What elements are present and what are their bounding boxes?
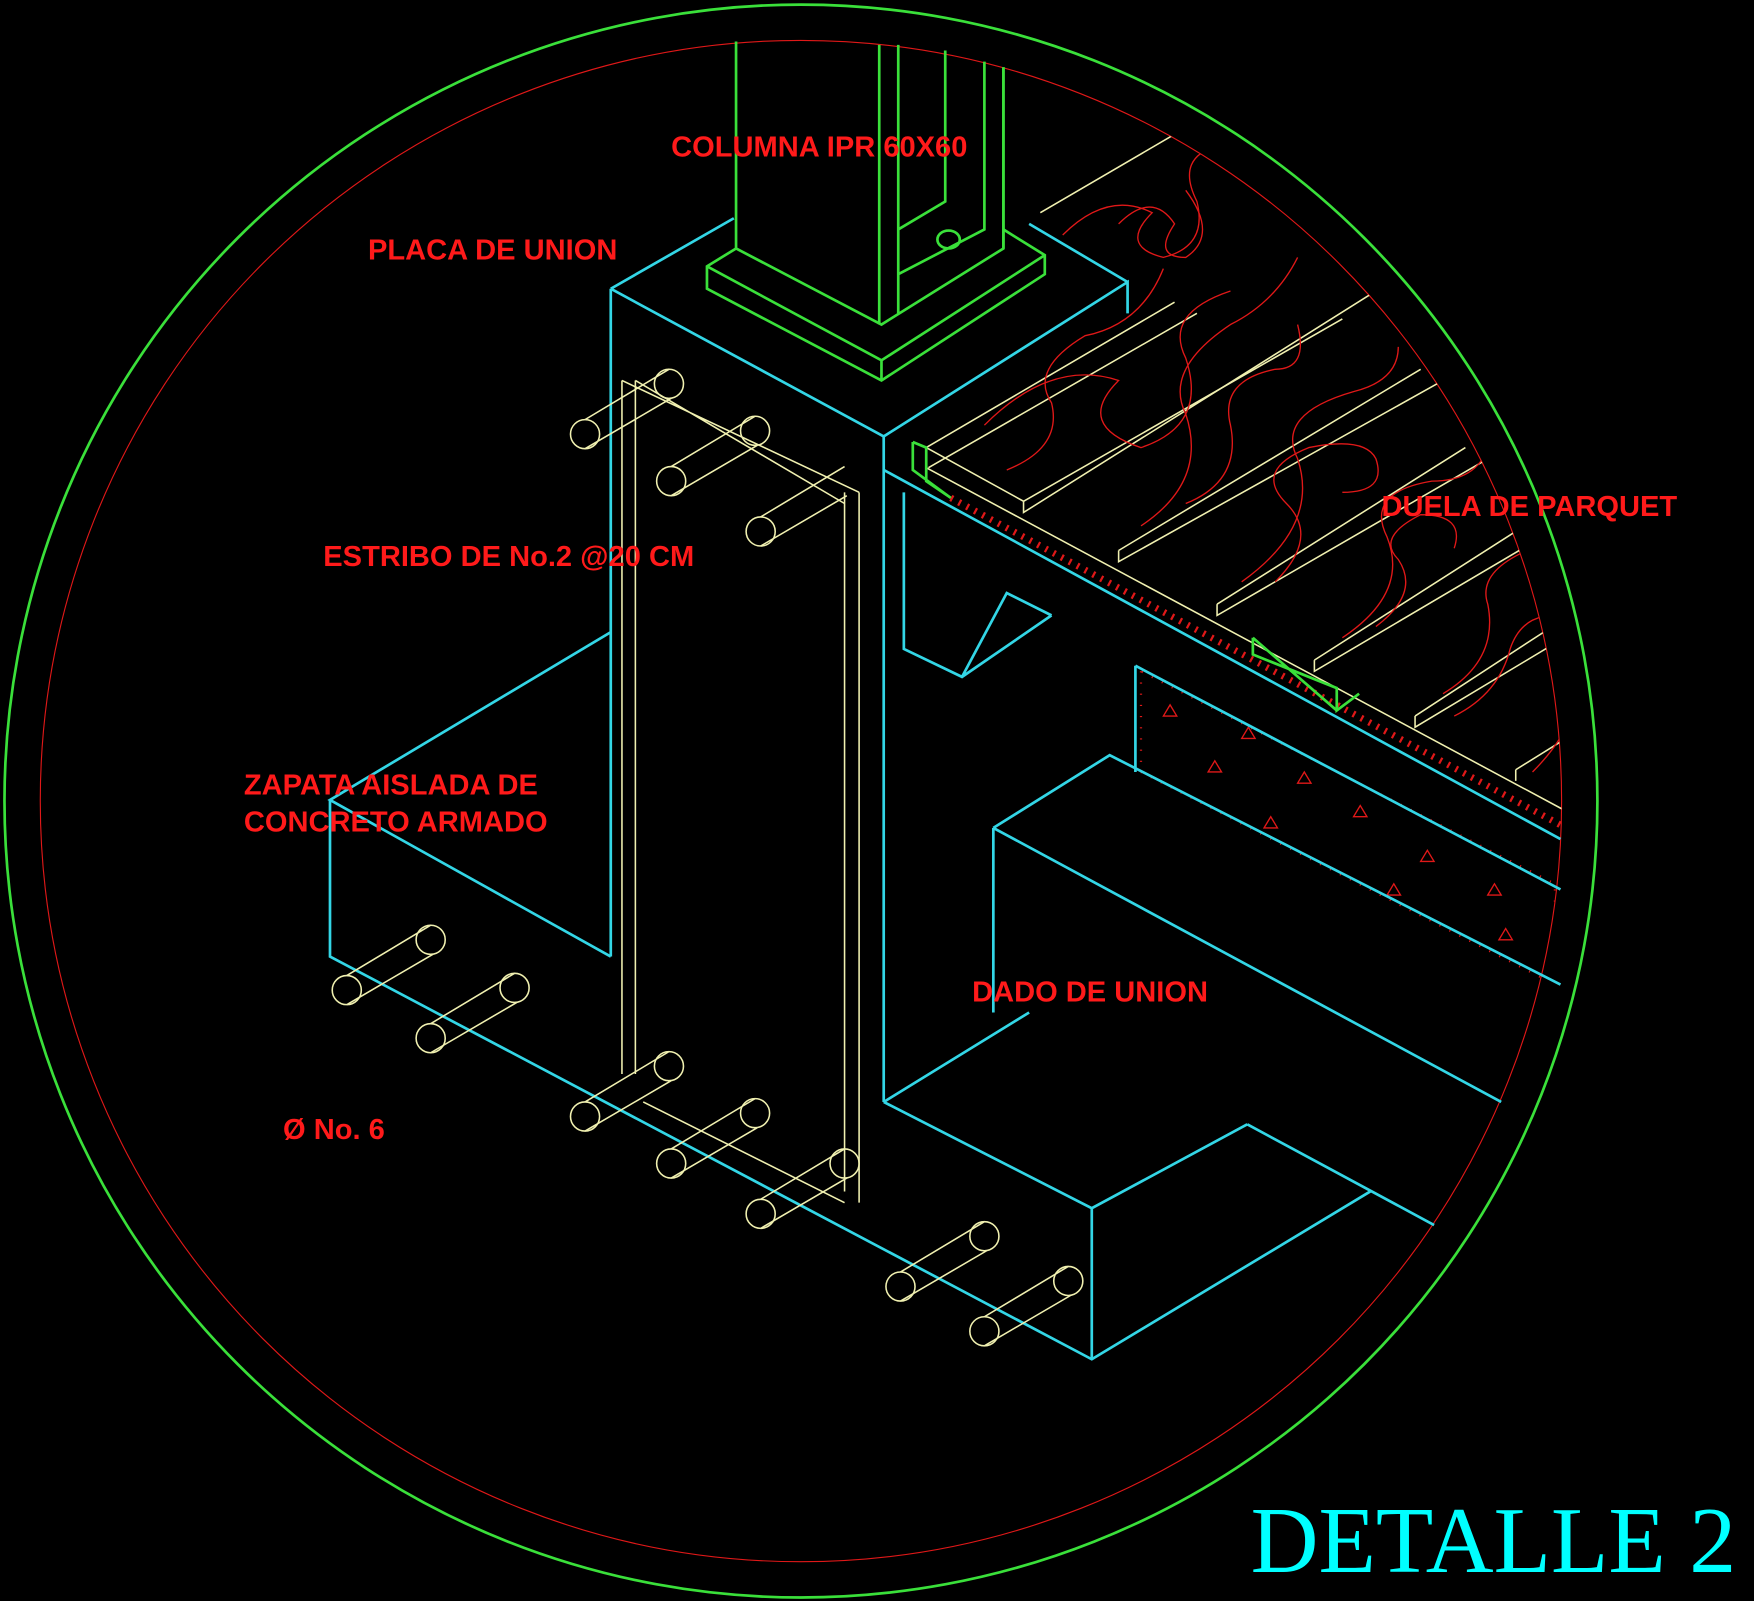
parquet-floor <box>925 133 1562 987</box>
outer-circle <box>3 3 1599 1599</box>
label-dado: DADO DE UNION <box>972 976 1208 1008</box>
labels: COLUMNA IPR 60X60 PLACA DE UNION ESTRIBO… <box>244 132 1736 1593</box>
inner-circle <box>39 39 1563 1563</box>
label-column: COLUMNA IPR 60X60 <box>671 132 967 164</box>
concrete-fill <box>1139 669 1557 987</box>
rebar <box>331 368 1084 1347</box>
label-footing-1: ZAPATA AISLADA DE <box>244 769 538 801</box>
label-stirrup: ESTRIBO DE No.2 @20 CM <box>323 541 694 573</box>
drawing-title: DETALLE 2 <box>1251 1489 1737 1593</box>
footing-and-pedestal <box>327 217 1562 1361</box>
label-rebar: Ø No. 6 <box>283 1114 385 1146</box>
column-ipr <box>705 41 1047 500</box>
label-footing-2: CONCRETO ARMADO <box>244 806 548 838</box>
rebar-ends <box>331 368 1084 1347</box>
label-plate: PLACA DE UNION <box>368 235 617 267</box>
label-parquet: DUELA DE PARQUET <box>1381 491 1677 523</box>
